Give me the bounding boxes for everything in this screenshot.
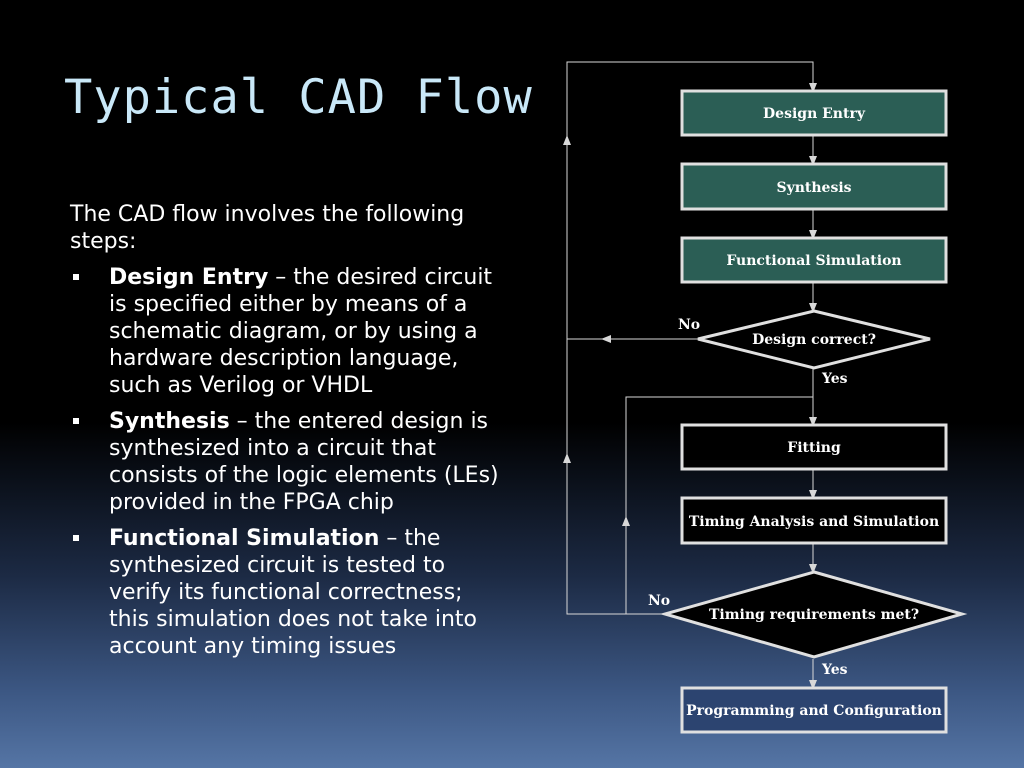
node-design-entry: Design Entry [680,89,948,137]
square-bullet-icon [73,535,79,541]
bullet-text: – the entered design is synthesized into… [109,409,499,515]
bullet-synthesis: Synthesis – the entered design is synthe… [70,408,500,516]
edge-label-yes: Yes [821,662,848,678]
bullet-design-entry: Design Entry – the desired circuit is sp… [70,264,500,399]
feedback-timing-no [622,396,813,615]
decision-timing-met: Timing requirements met? [659,570,968,659]
node-label: Fitting [787,440,841,456]
bullet-term: Synthesis [109,409,230,434]
edge-label-no: No [678,317,700,333]
square-bullet-icon [73,274,79,280]
node-functional-simulation: Functional Simulation [680,236,948,284]
node-fitting: Fitting [680,423,948,471]
bullet-term: Functional Simulation [109,526,380,551]
decision-label: Design correct? [752,332,876,348]
edge-label-yes: Yes [821,371,848,387]
feedback-loop-outer [563,61,817,615]
bullet-term: Design Entry [109,265,269,290]
bullet-list: Design Entry – the desired circuit is sp… [70,264,500,660]
decision-label: Timing requirements met? [709,607,919,623]
slide-title: Typical CAD Flow [64,70,533,125]
node-programming: Programming and Configuration [680,686,948,734]
square-bullet-icon [73,418,79,424]
node-synthesis: Synthesis [680,162,948,211]
bullet-text: – the synthesized circuit is tested to v… [109,526,477,659]
node-timing-analysis: Timing Analysis and Simulation [680,496,948,545]
edge-label-no: No [648,593,670,609]
bullet-functional-simulation: Functional Simulation – the synthesized … [70,525,500,660]
bullet-text: – the desired circuit is specified eithe… [109,265,493,398]
node-label: Functional Simulation [726,253,901,269]
node-label: Programming and Configuration [686,703,942,719]
decision-design-correct: Design correct? [697,309,931,370]
node-label: Design Entry [763,106,866,122]
node-label: Timing Analysis and Simulation [689,514,939,530]
node-label: Synthesis [776,180,851,196]
intro-text: The CAD flow involves the following step… [70,202,465,254]
slide-body: The CAD flow involves the following step… [70,201,500,669]
